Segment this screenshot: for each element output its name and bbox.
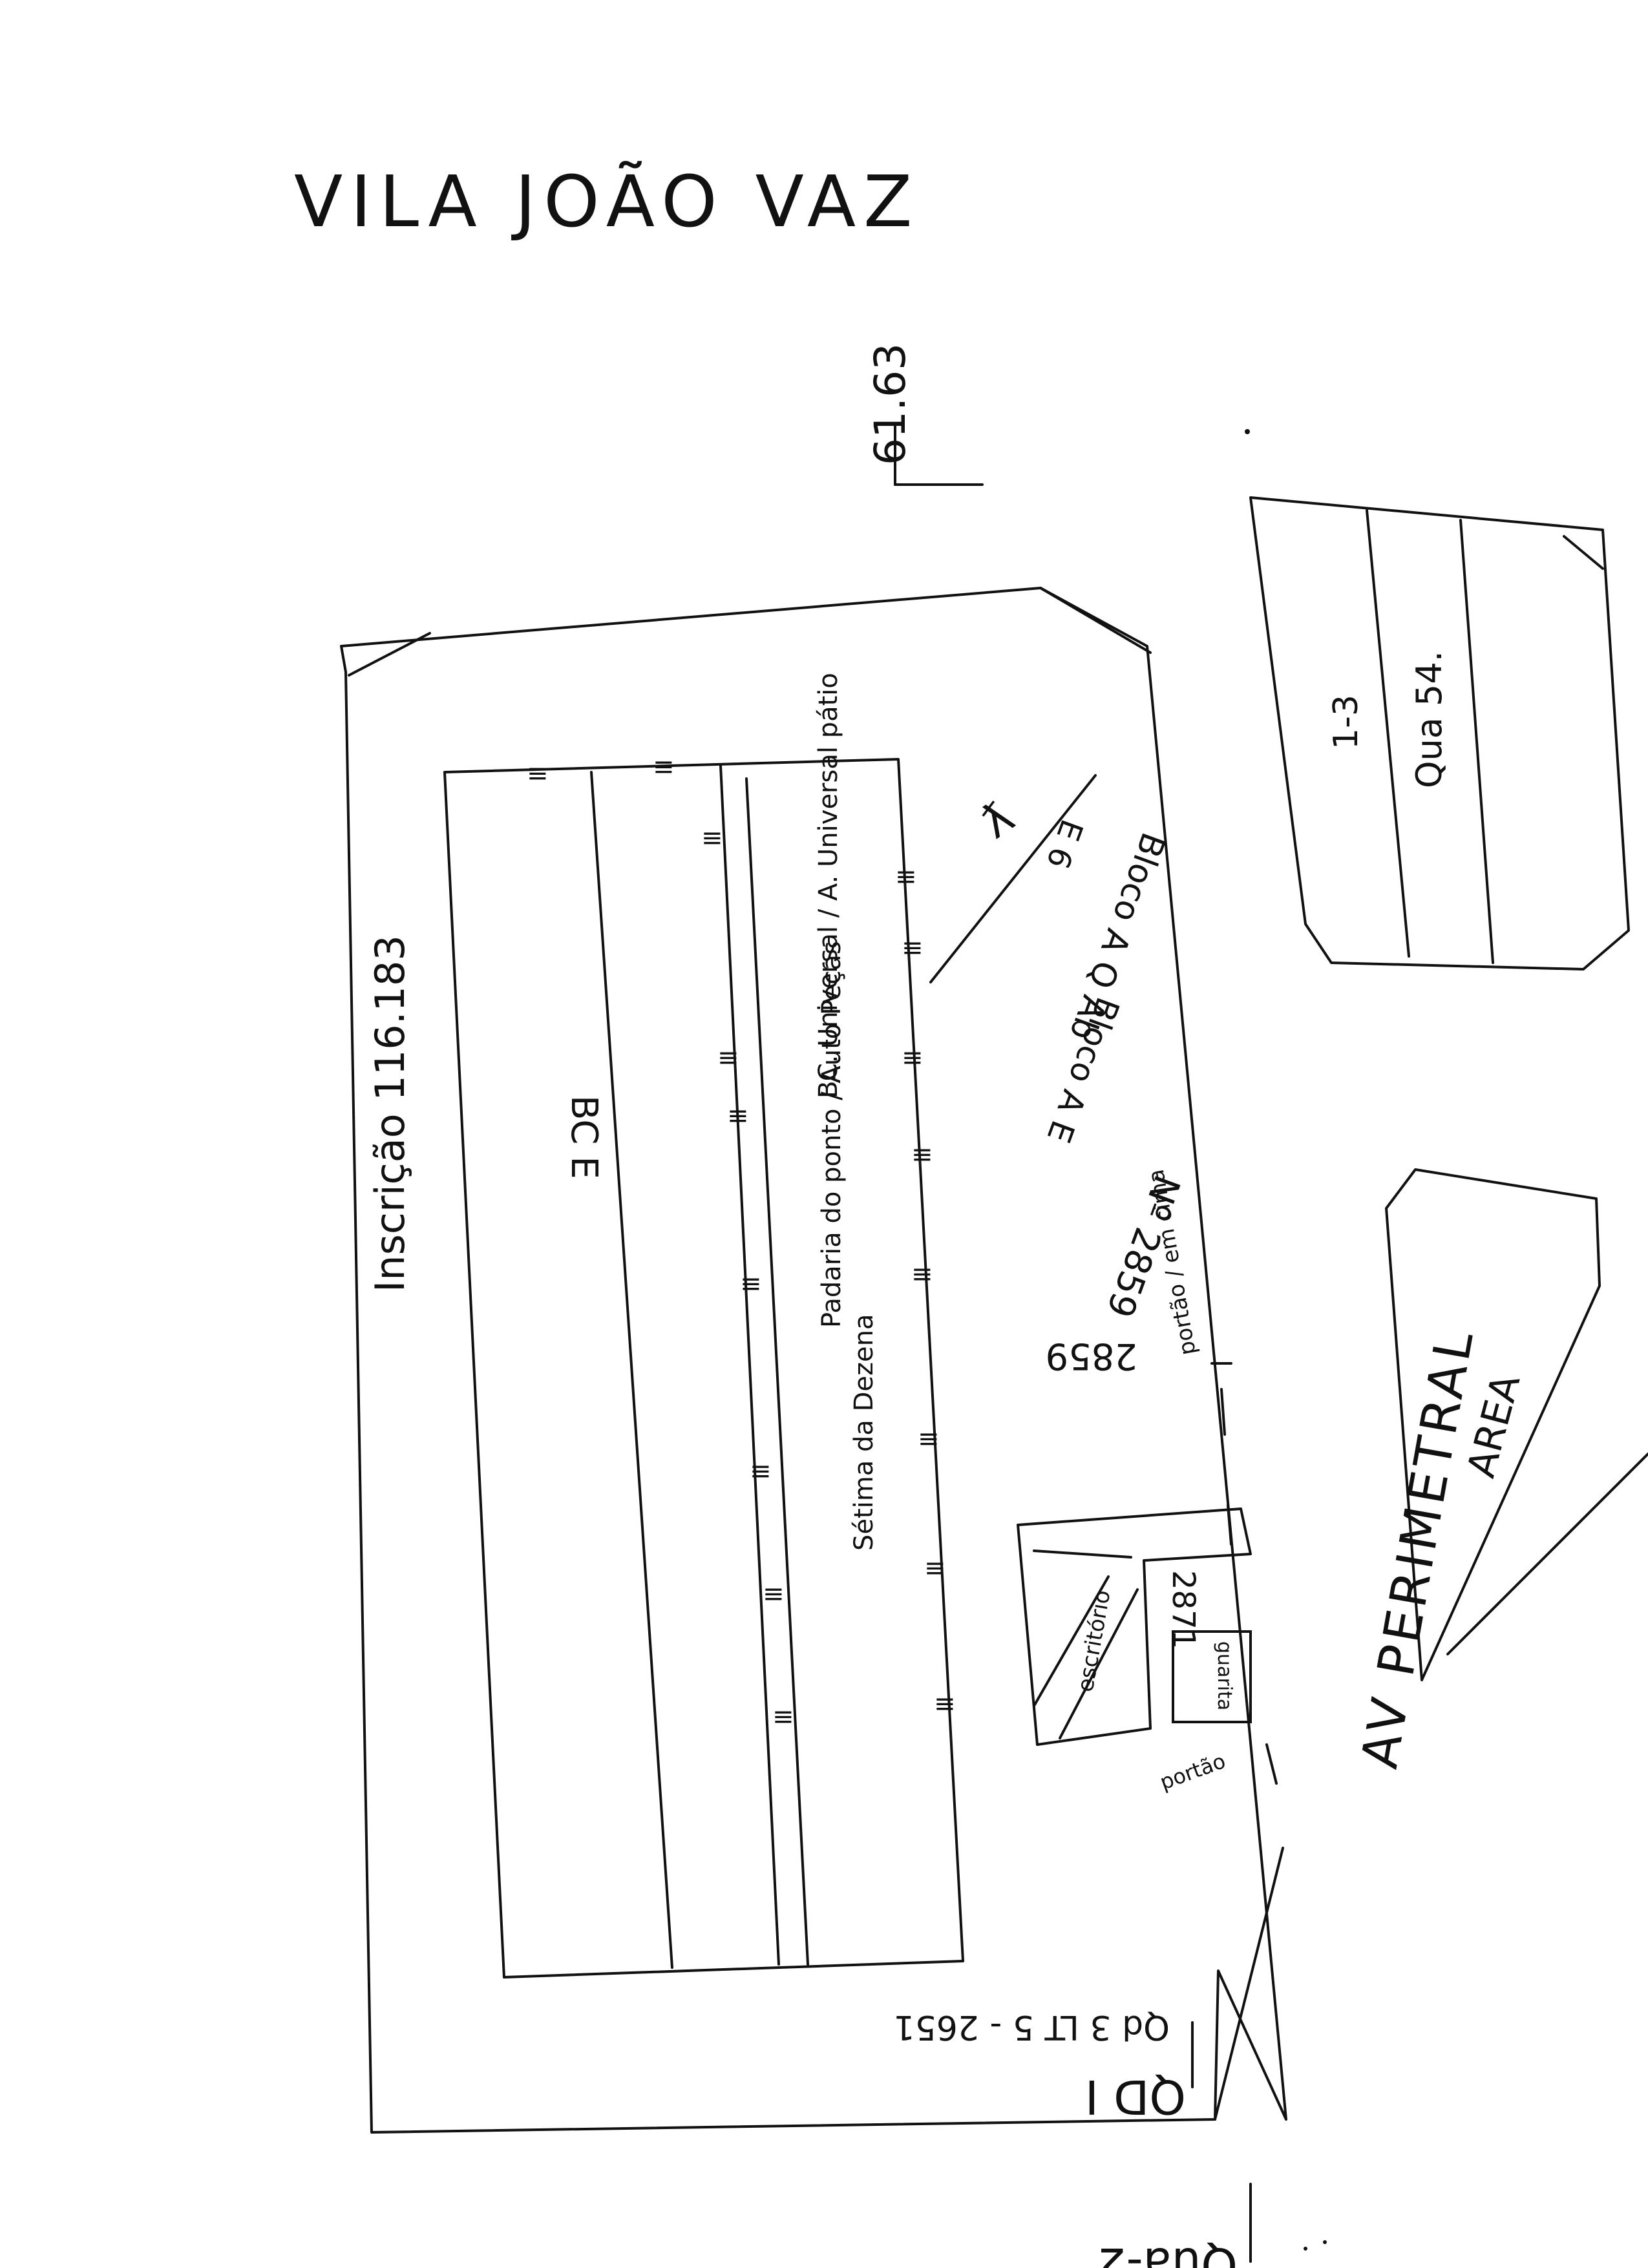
sketch-title: VILA JOÃO VAZ	[294, 160, 920, 243]
tick-mark: ≡	[895, 862, 917, 892]
tick-mark: ≡	[911, 1140, 933, 1170]
quadra-54-label: Qua 54.	[1409, 651, 1450, 788]
main-lot-corner-top-left	[348, 632, 431, 677]
avenue-tick	[1265, 1743, 1278, 1785]
tick-marks: ≡ ≡ ≡ ≡ ≡ ≡ ≡ ≡ ≡ ≡ ≡ ≡ ≡ ≡ ≡ ≡ ≡	[527, 752, 956, 1732]
number-2859b-label: 2859	[1045, 1335, 1137, 1377]
stray-dot	[1245, 429, 1250, 434]
building-strip-outer	[443, 758, 964, 1979]
main-lot-outline	[340, 587, 1287, 2134]
tick-mark: ≡	[918, 1424, 940, 1454]
quadra-i-lot-label: Qd 3 LT 5 - 2651	[894, 2008, 1170, 2046]
tick-mark: ≡	[527, 759, 549, 788]
quadra-2-label: Qua-2	[1097, 2238, 1238, 2268]
escritorio-building	[1017, 1507, 1252, 1746]
tick-mark: ≡	[902, 1043, 924, 1073]
tick-mark: ≡	[701, 823, 723, 853]
inscription-label: Inscrição 116.183	[366, 935, 414, 1292]
store-bc-e-label: BC E	[563, 1095, 605, 1179]
bloco-e-label: Bloco A E	[1040, 992, 1127, 1148]
guarita-label: guarita	[1213, 1641, 1236, 1710]
store-universal-label: BC. Universal / A. Universal pátio	[814, 673, 843, 1098]
avenue-tick	[1220, 1388, 1226, 1436]
tick-mark: ≡	[740, 1269, 762, 1299]
building-strip-divider-2	[719, 764, 780, 1966]
avenue-tick	[1227, 1504, 1232, 1546]
escritorio-inner-line	[1033, 1549, 1132, 1559]
bloco-diagonal-arrow	[929, 774, 1097, 983]
building-strip-divider-1	[590, 771, 673, 1969]
quadra-54-divider-1	[1366, 509, 1410, 958]
tick-mark: ≡	[653, 752, 675, 782]
area-outline	[1385, 1168, 1601, 1681]
store-padaria-label: Padaria do ponto / Auto Peças	[817, 941, 847, 1328]
area-diagonal	[1446, 1453, 1648, 1655]
tick-mark: ≡	[911, 1259, 933, 1289]
tick-mark: ≡	[763, 1579, 785, 1609]
quadra-54-outline	[1249, 496, 1630, 971]
store-setima-label: Sétima da Dezena	[849, 1314, 879, 1551]
parcel-number-top: 61.63	[865, 343, 984, 486]
tick-mark: ≡	[717, 1043, 739, 1073]
stray-dot	[1304, 2247, 1307, 2251]
portao-small-label: portão	[1157, 1748, 1229, 1795]
parcel-number-top-label: 61.63	[865, 343, 915, 465]
tick-mark: ≡	[924, 1553, 946, 1583]
tick-mark: ≡	[772, 1702, 794, 1732]
escritorio-hatch	[1059, 1588, 1139, 1739]
bloco-marker: ƛ	[971, 790, 1024, 849]
main-lot-corner-bottom-right	[1214, 1847, 1284, 2121]
lot-1-3-label: 1-3	[1327, 695, 1366, 750]
building-strip-divider-3	[745, 777, 809, 1966]
number-2871-label: 2871	[1165, 1570, 1201, 1649]
guarita-box	[1172, 1630, 1252, 1723]
quadra-54-divider-2	[1459, 519, 1494, 964]
tick-mark: ≡	[727, 1101, 749, 1131]
stray-dot	[1323, 2240, 1327, 2244]
main-lot-corner-top-right	[1039, 587, 1152, 654]
avenue-label: AV PERIMETRAL	[1351, 1323, 1485, 1772]
escritorio-hatch	[1033, 1575, 1110, 1707]
tick-mark: ≡	[902, 933, 924, 963]
quadra-54-corner	[1563, 535, 1604, 570]
e6-label: E 6	[1039, 815, 1090, 874]
quadra-i-label: QD I	[1085, 2070, 1186, 2124]
tick-mark: ≡	[750, 1456, 772, 1486]
tick-mark: ≡	[934, 1689, 956, 1719]
